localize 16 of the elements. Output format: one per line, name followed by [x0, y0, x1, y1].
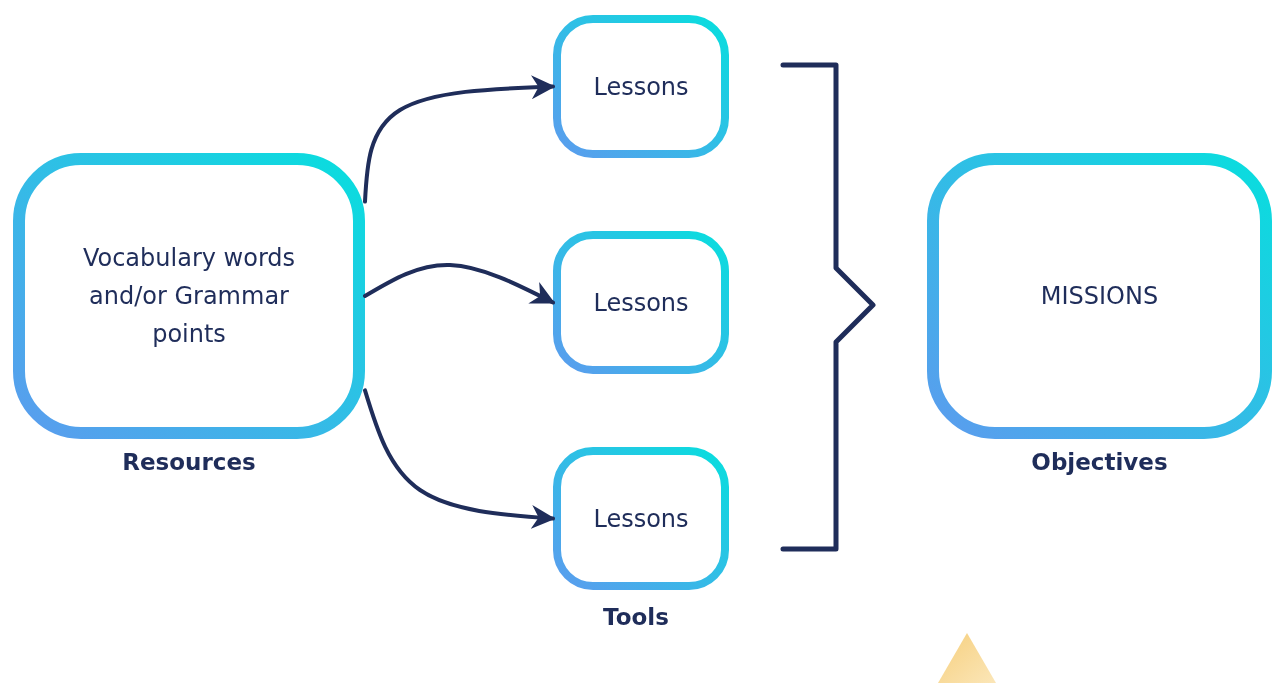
rounded-box	[553, 15, 729, 158]
curved-arrow	[363, 388, 556, 529]
box-text: Lessons	[593, 71, 689, 103]
column-label: Tools	[603, 604, 669, 630]
node-label: Resources	[122, 449, 256, 475]
curved-arrow	[363, 75, 556, 204]
box-text: Vocabulary words and/or Grammar points	[81, 243, 297, 350]
rounded-box	[927, 153, 1272, 439]
node-label: Objectives	[1031, 449, 1168, 475]
box-text: Lessons	[593, 503, 689, 535]
curved-arrow	[363, 263, 556, 305]
rounded-box	[553, 231, 729, 374]
box-text: Lessons	[593, 287, 689, 319]
rounded-box	[553, 447, 729, 590]
box-text: MISSIONS	[1040, 281, 1159, 312]
rounded-box	[13, 153, 365, 439]
